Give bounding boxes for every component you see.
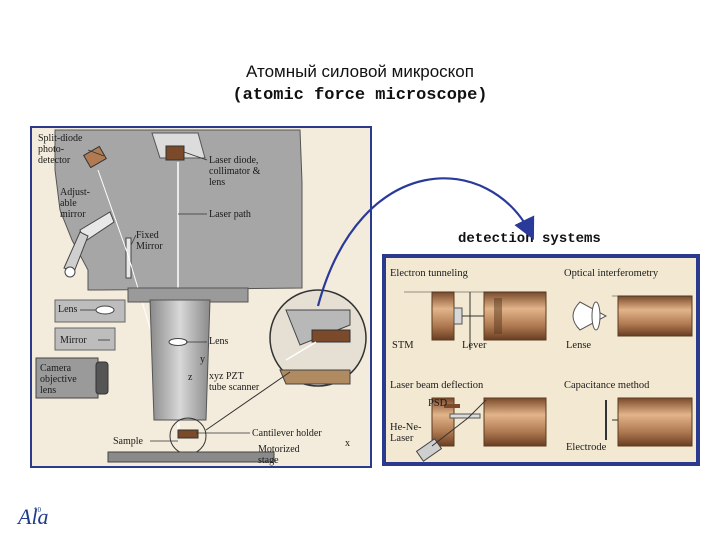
label-adjustable-1: Adjust- xyxy=(60,187,90,198)
label-he-ne-1: He-Ne- xyxy=(390,422,422,433)
connector-arrow xyxy=(316,177,535,307)
title-russian: Атомный силовой микроскоп xyxy=(246,62,474,81)
label-pzt-1: xyz PZT xyxy=(209,371,244,382)
motorized-stage xyxy=(107,451,275,463)
label-laser-path: Laser path xyxy=(209,209,251,220)
label-motorized-2: stage xyxy=(258,455,279,466)
label-laser-diode-1: Laser diode, xyxy=(209,155,258,166)
label-lens-right: Lens xyxy=(209,336,229,347)
label-cantilever: Cantilever holder xyxy=(252,428,322,439)
label-adjustable-3: mirror xyxy=(60,209,86,220)
label-laser-beam-deflection: Laser beam deflection xyxy=(390,380,484,391)
label-split-diode: Split-diode xyxy=(38,133,83,144)
label-laser-diode-2: collimator & xyxy=(209,166,261,177)
label-axis-x: x xyxy=(345,438,350,449)
afm-schematic xyxy=(30,126,372,468)
lens-left xyxy=(95,305,115,315)
label-motorized-1: Motorized xyxy=(258,444,300,455)
camera xyxy=(35,357,99,399)
cantilever-holder xyxy=(177,429,199,439)
label-stm: STM xyxy=(392,340,414,351)
label-photo: photo- xyxy=(38,144,64,155)
label-optical-interferometry: Optical interferometry xyxy=(564,268,659,279)
label-capacitance-method: Capacitance method xyxy=(564,380,650,391)
label-lens-left: Lens xyxy=(58,304,78,315)
panel-laser-beam-deflection xyxy=(415,397,547,462)
pzt-tube-scanner xyxy=(149,299,211,421)
label-axis-y: y xyxy=(200,354,205,365)
label-electron-tunneling: Electron tunneling xyxy=(390,268,469,279)
label-he-ne-2: Laser xyxy=(390,433,414,444)
label-axis-z: z xyxy=(188,372,193,383)
label-sample: Sample xyxy=(113,436,144,447)
panel-optical-interferometry xyxy=(572,295,693,337)
label-camera-3: lens xyxy=(40,385,56,396)
afm-labels: Split-diode photo- detector Adjust- able… xyxy=(38,133,350,466)
panel-electron-tunneling xyxy=(404,291,547,350)
label-fixed-2: Mirror xyxy=(136,241,163,252)
label-camera-1: Camera xyxy=(40,363,72,374)
camera-objective xyxy=(95,361,109,395)
label-lense: Lense xyxy=(566,340,591,351)
logo-number: 10 xyxy=(34,506,41,514)
title-english: (atomic force microscope) xyxy=(232,86,488,105)
label-detector: detector xyxy=(38,155,71,166)
logo: Ala 10 xyxy=(18,504,49,530)
label-adjustable-2: able xyxy=(60,198,77,209)
detection-panel: Electron tunneling Optical interferometr… xyxy=(382,254,700,466)
label-pzt-2: tube scanner xyxy=(209,382,260,393)
laser-diode xyxy=(165,145,185,161)
logo-text: Ala xyxy=(18,504,49,529)
label-electrode: Electrode xyxy=(566,442,607,453)
label-laser-diode-3: lens xyxy=(209,177,225,188)
label-lever: Lever xyxy=(462,340,487,351)
label-fixed-1: Fixed xyxy=(136,230,159,241)
label-psd: PSD xyxy=(428,398,448,409)
label-mirror: Mirror xyxy=(60,335,87,346)
lens-right xyxy=(168,338,188,346)
label-camera-2: objective xyxy=(40,374,77,385)
panel-capacitance-method xyxy=(605,397,693,447)
